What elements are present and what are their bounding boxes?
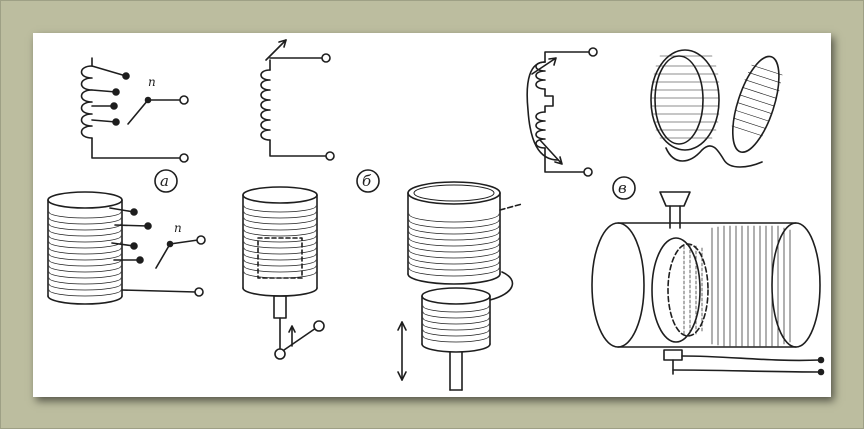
label-circle-b bbox=[356, 169, 380, 193]
tapped-coil-schematic bbox=[80, 57, 189, 163]
figure-label-a: а bbox=[160, 172, 169, 190]
figure-label-b: б bbox=[362, 172, 372, 190]
switch-label-a-bottom: п bbox=[174, 221, 182, 235]
label-circle-a bbox=[154, 169, 178, 193]
switch-label-a-top: п bbox=[148, 75, 156, 89]
illustration-panel bbox=[33, 33, 831, 397]
coupled-coil-schematic bbox=[526, 47, 598, 177]
flat-coils-pair bbox=[650, 49, 783, 168]
label-circle-v bbox=[612, 176, 636, 200]
variometer bbox=[591, 191, 825, 376]
figure-label-v: в bbox=[618, 179, 627, 197]
variable-coil-schematic bbox=[260, 39, 335, 161]
sliding-coils bbox=[397, 181, 523, 391]
movable-core-coil bbox=[242, 186, 325, 360]
tapped-cylinder-coil bbox=[47, 191, 206, 305]
